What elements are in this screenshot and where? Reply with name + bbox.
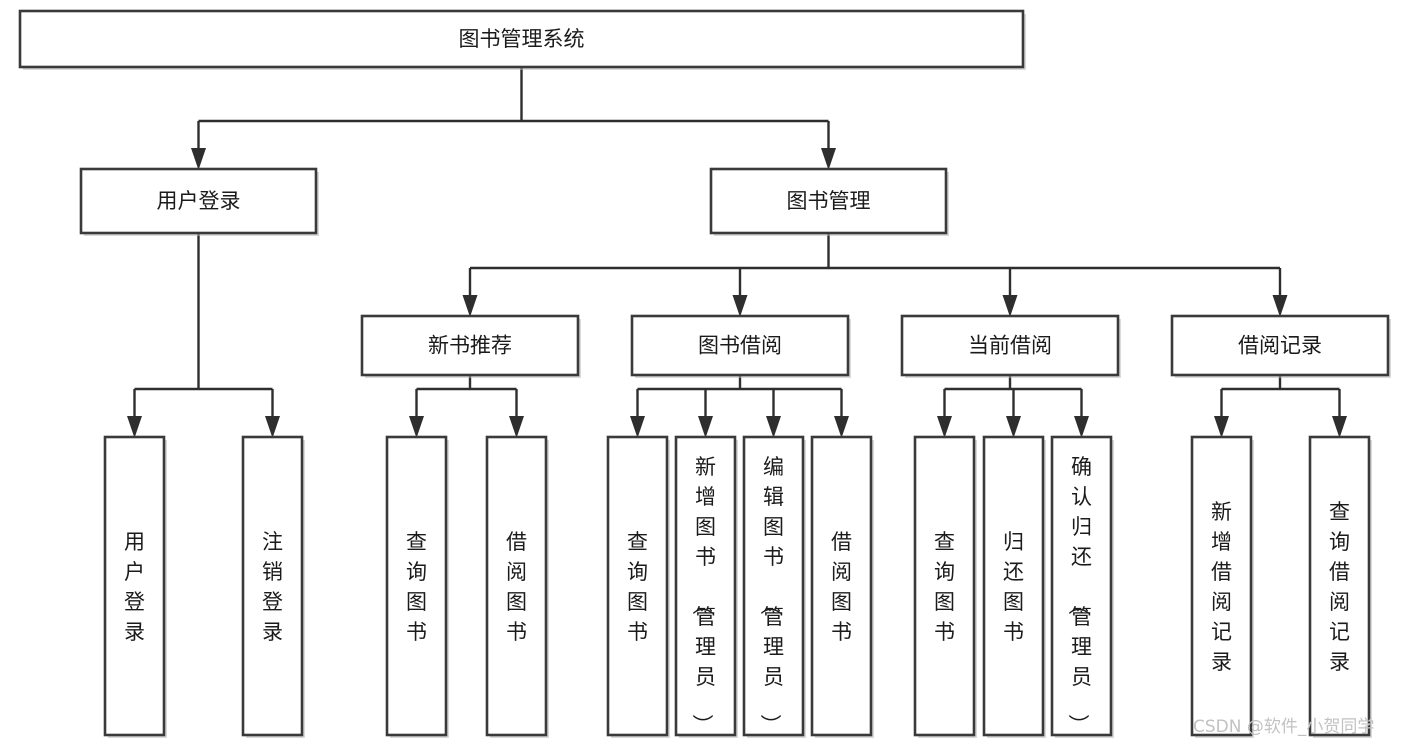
node-box <box>913 435 976 737</box>
connector-layer <box>127 67 1347 438</box>
node-label: 借阅图书 <box>506 530 527 644</box>
node-label: 图书管理 <box>787 189 871 213</box>
node-label: 新书推荐 <box>428 334 512 358</box>
node-root[interactable]: 图书管理系统 <box>18 9 1026 70</box>
node-leaf-return-book[interactable]: 归还图书 <box>982 435 1046 738</box>
node-label: 用户登录 <box>157 189 241 213</box>
node-label: 新增图书（管理员） <box>690 455 716 735</box>
node-label: 新增借阅记录 <box>1211 500 1232 674</box>
node-leaf-logout[interactable]: 注销登录 <box>241 435 305 738</box>
node-leaf-add-record[interactable]: 新增借阅记录 <box>1190 435 1254 738</box>
node-user-login[interactable]: 用户登录 <box>79 167 319 236</box>
node-leaf-borrow-book-rec[interactable]: 借阅图书 <box>485 435 549 738</box>
node-label: 查询借阅记录 <box>1329 500 1350 674</box>
node-layer: 图书管理系统用户登录图书管理新书推荐图书借阅当前借阅借阅记录用户登录注销登录查询… <box>18 9 1391 738</box>
node-box <box>674 435 737 737</box>
node-book-borrow[interactable]: 图书借阅 <box>630 314 851 378</box>
node-leaf-query-record[interactable]: 查询借阅记录 <box>1308 435 1372 738</box>
node-box <box>79 167 318 235</box>
node-label: 查询图书 <box>627 530 648 644</box>
node-current-borrow[interactable]: 当前借阅 <box>900 314 1121 378</box>
node-box <box>1190 435 1253 737</box>
watermark-layer: CSDN @软件_小贺同学 <box>1193 717 1374 737</box>
node-box <box>1308 435 1371 737</box>
node-label: 图书借阅 <box>698 334 782 358</box>
node-box <box>485 435 548 737</box>
node-leaf-query-book-borrow[interactable]: 查询图书 <box>606 435 670 738</box>
node-box <box>810 435 873 737</box>
node-box <box>709 167 948 235</box>
node-leaf-query-book-cur[interactable]: 查询图书 <box>913 435 977 738</box>
node-label: 用户登录 <box>124 530 145 644</box>
node-box <box>360 314 580 377</box>
node-label: 归还图书 <box>1003 530 1024 644</box>
node-label: 借阅记录 <box>1238 334 1322 358</box>
node-box <box>241 435 304 737</box>
node-box <box>1170 314 1390 377</box>
node-label: 查询图书 <box>406 530 427 644</box>
node-box <box>18 9 1025 69</box>
node-leaf-query-book-rec[interactable]: 查询图书 <box>385 435 449 738</box>
node-label: 确认归还（管理员） <box>1066 455 1092 735</box>
node-book-manage[interactable]: 图书管理 <box>709 167 949 236</box>
node-box <box>982 435 1045 737</box>
node-label: 注销登录 <box>262 530 283 644</box>
node-box <box>900 314 1120 377</box>
node-box <box>606 435 669 737</box>
node-borrow-record[interactable]: 借阅记录 <box>1170 314 1391 378</box>
node-leaf-confirm-return[interactable]: 确认归还（管理员） <box>1050 435 1114 738</box>
node-leaf-user-login[interactable]: 用户登录 <box>103 435 167 738</box>
node-box <box>385 435 448 737</box>
node-label: 编辑图书（管理员） <box>758 455 784 735</box>
node-label: 借阅图书 <box>831 530 852 644</box>
node-leaf-borrow-book[interactable]: 借阅图书 <box>810 435 874 738</box>
node-box <box>630 314 850 377</box>
node-box <box>742 435 805 737</box>
node-new-book-recommend[interactable]: 新书推荐 <box>360 314 581 378</box>
node-label: 当前借阅 <box>968 334 1052 358</box>
node-leaf-edit-book[interactable]: 编辑图书（管理员） <box>742 435 806 738</box>
csdn-watermark: CSDN @软件_小贺同学 <box>1193 717 1374 737</box>
node-box <box>1050 435 1113 737</box>
node-label: 查询图书 <box>934 530 955 644</box>
node-box <box>103 435 166 737</box>
node-label: 图书管理系统 <box>459 27 585 51</box>
node-leaf-add-book[interactable]: 新增图书（管理员） <box>674 435 738 738</box>
